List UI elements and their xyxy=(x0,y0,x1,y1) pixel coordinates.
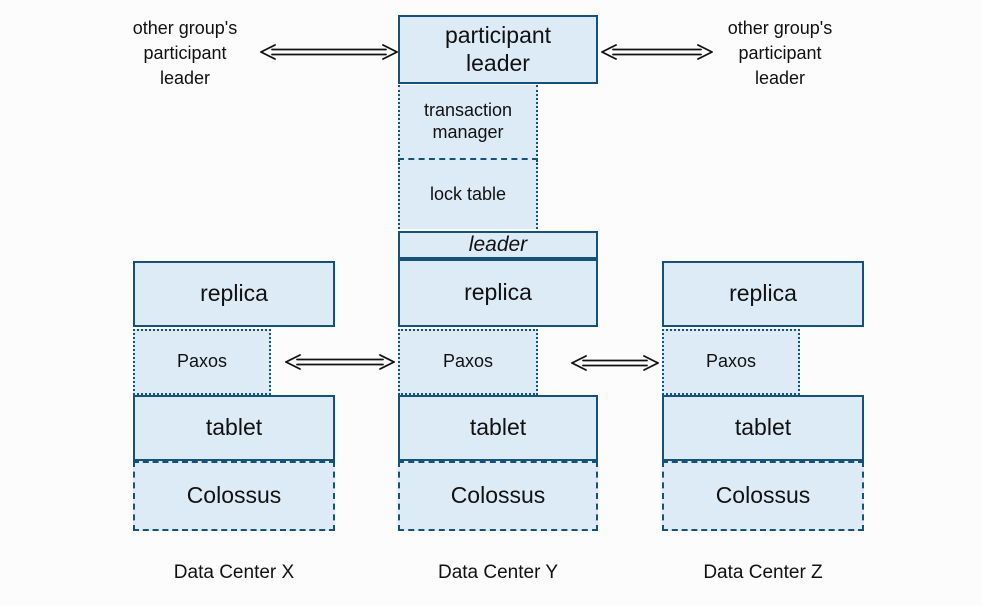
colossus-box-dcz: Colossus xyxy=(662,461,864,531)
paxos-box-dcz: Paxos xyxy=(662,329,800,395)
double-arrow-paxos-right xyxy=(571,355,659,371)
tablet-box-dcz: tablet xyxy=(662,395,864,461)
paxos-box-dcx: Paxos xyxy=(133,329,271,395)
double-arrow-paxos-left xyxy=(285,354,395,370)
transaction-manager-box: transaction manager xyxy=(398,85,538,160)
tablet-box-dcx: tablet xyxy=(133,395,335,461)
datacenter-label-x: Data Center X xyxy=(173,562,295,583)
note-other-group-right: other group's participant leader xyxy=(727,18,833,88)
datacenter-label-y: Data Center Y xyxy=(437,562,559,583)
tablet-box-dcy: tablet xyxy=(398,395,598,461)
colossus-box-dcy: Colossus xyxy=(398,461,598,531)
replica-box-dcx: replica xyxy=(133,261,335,327)
colossus-box-dcx: Colossus xyxy=(133,461,335,531)
datacenter-label-z: Data Center Z xyxy=(703,562,823,583)
note-other-group-left: other group's participant leader xyxy=(132,18,238,88)
replica-box-dcz: replica xyxy=(662,261,864,327)
paxos-box-dcy: Paxos xyxy=(398,329,538,395)
leader-box: leader xyxy=(398,231,598,261)
replica-box-dcy: replica xyxy=(398,261,598,327)
participant-leader-box: participant leader xyxy=(398,15,598,84)
lock-table-box: lock table xyxy=(398,160,538,229)
